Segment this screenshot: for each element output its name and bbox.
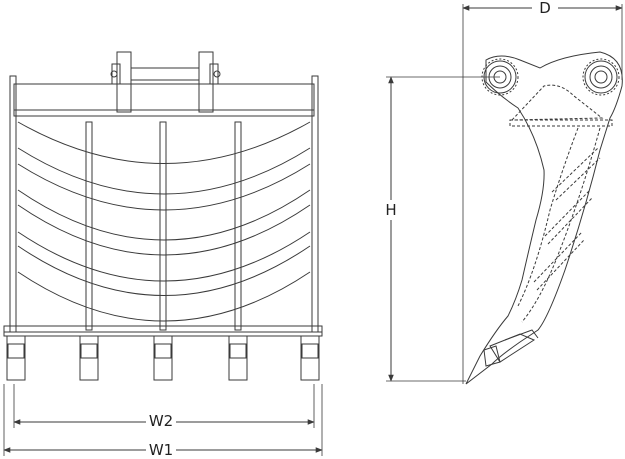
internal-ribs — [517, 127, 601, 323]
ripper-tooth — [483, 329, 539, 367]
w2-label-bg — [146, 412, 176, 430]
h-label-bg — [380, 200, 402, 220]
cutting-edge-beam — [3, 325, 323, 337]
w1-label-bg — [146, 440, 176, 458]
w2-label: W2 — [149, 412, 173, 430]
top-beam — [13, 83, 315, 117]
mounting-pins — [110, 51, 221, 113]
h-label: H — [385, 201, 396, 219]
tine-bars — [85, 121, 242, 331]
right-side-plate — [311, 75, 319, 333]
side-view — [386, 4, 623, 385]
w1-label: W1 — [149, 441, 173, 459]
d-label: D — [539, 0, 551, 17]
shank-outline — [465, 51, 623, 385]
front-view — [3, 51, 323, 456]
inner-window — [510, 84, 604, 121]
curved-ribs — [17, 121, 311, 322]
d-label-bg — [532, 0, 558, 16]
bucket-teeth — [6, 335, 320, 381]
pin-bosses — [481, 58, 620, 96]
left-side-plate — [9, 75, 17, 333]
